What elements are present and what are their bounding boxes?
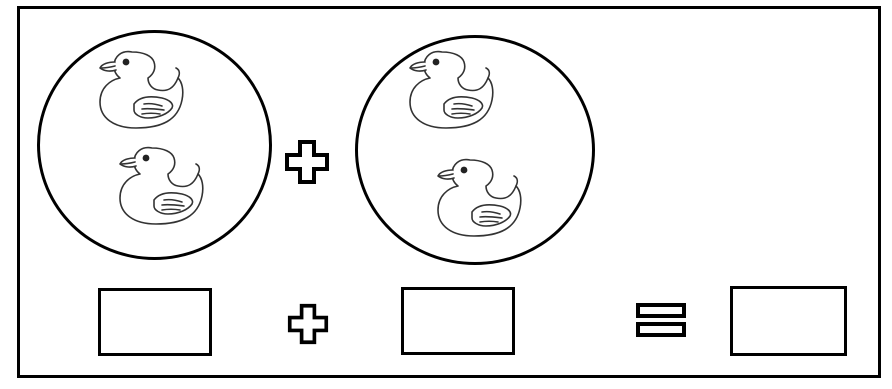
duck-icon bbox=[92, 44, 192, 136]
equals-sign bbox=[636, 303, 686, 337]
plus-sign-top bbox=[284, 139, 330, 185]
duck-icon bbox=[112, 140, 212, 232]
duck-icon bbox=[402, 44, 502, 136]
plus-sign-bottom bbox=[287, 303, 329, 345]
answer-box-2[interactable] bbox=[401, 287, 515, 355]
answer-box-1[interactable] bbox=[98, 288, 212, 356]
answer-box-result[interactable] bbox=[730, 286, 847, 356]
duck-icon bbox=[430, 152, 530, 244]
